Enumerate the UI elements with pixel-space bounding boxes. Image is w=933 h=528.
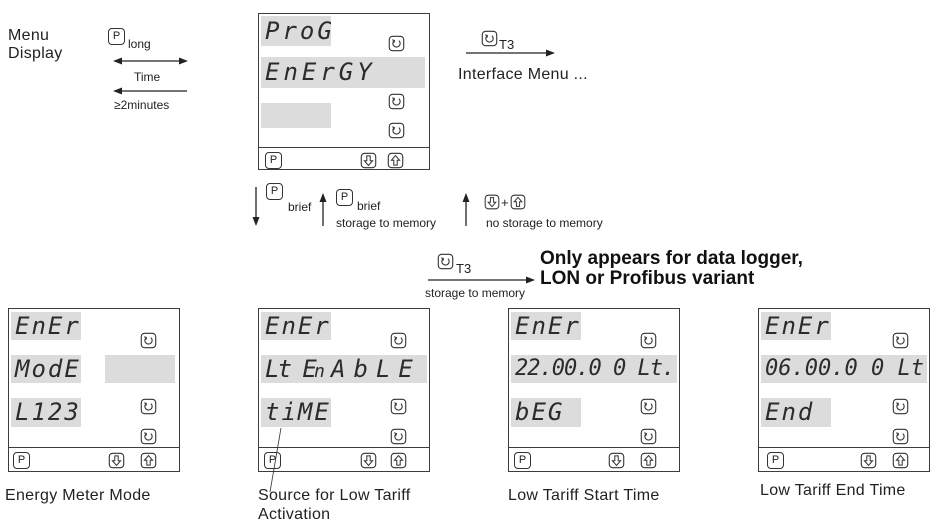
- energy-meter-mode-screen: EnEr ModE L123 P: [8, 308, 180, 472]
- scroll-key-icon: [640, 398, 657, 415]
- arrow-no-storage-up: [462, 193, 470, 226]
- key-row-divider: [9, 447, 179, 448]
- display-row-2-right: [105, 355, 175, 383]
- screen-caption: Energy Meter Mode: [5, 487, 151, 504]
- screen-caption: Source for Low Tariff: [258, 487, 411, 504]
- down-key-icon: [108, 452, 125, 469]
- display-row-2: 06.00.0 0 Lt: [761, 355, 927, 383]
- prog-screen: ProG EnErGY P: [258, 13, 430, 170]
- key-row-divider: [259, 447, 429, 448]
- interface-menu-label: Interface Menu ...: [458, 66, 588, 83]
- display-row-3: L123: [11, 398, 81, 427]
- scroll-key-icon: [390, 332, 407, 349]
- scroll-key-icon: [640, 428, 657, 445]
- down-key-icon: [608, 452, 625, 469]
- variant-note-line-1: Only appears for data logger,: [540, 248, 803, 269]
- scroll-key-icon: [140, 428, 157, 445]
- scroll-key-icon: [892, 332, 909, 349]
- down-key-icon: [360, 452, 377, 469]
- display-row-1: EnEr: [261, 312, 331, 340]
- display-row-2-c: AbLE: [331, 355, 421, 383]
- display-row-3: End: [761, 398, 831, 427]
- down-key-icon: [484, 194, 500, 210]
- long-press-label: long: [128, 37, 151, 51]
- arrow-timeout-back: [113, 87, 187, 95]
- display-row-1: EnEr: [511, 312, 581, 340]
- up-key-icon: [510, 194, 526, 210]
- arrow-p-brief-down: [252, 187, 260, 226]
- arrow-t3-storage: [428, 276, 535, 284]
- key-row-divider: [759, 447, 929, 448]
- p-key-icon: P: [265, 152, 282, 169]
- display-label: Display: [8, 45, 63, 62]
- p-key-icon: P: [767, 452, 784, 469]
- p-key-icon: P: [108, 28, 125, 45]
- p-key-icon: P: [336, 189, 353, 206]
- p-key-icon: P: [13, 452, 30, 469]
- t3-label: T3: [456, 261, 472, 276]
- scroll-key-icon: [481, 30, 498, 47]
- t3-label: T3: [499, 37, 515, 52]
- brief-press-label: brief: [288, 200, 312, 214]
- time-label: Time: [134, 70, 161, 84]
- p-key-icon: P: [264, 452, 281, 469]
- display-row-2: Lt E n AbLE: [261, 355, 427, 383]
- display-row-2-a: Lt E: [265, 355, 317, 383]
- display-row-1: ProG: [261, 16, 331, 46]
- scroll-key-icon: [892, 428, 909, 445]
- p-key-icon: P: [514, 452, 531, 469]
- plus-sign: +: [501, 195, 509, 210]
- timeout-label: ≥2minutes: [114, 98, 170, 112]
- storage-to-memory-label: storage to memory: [425, 286, 526, 300]
- low-tariff-source-screen: EnEr Lt E n AbLE tiME P: [258, 308, 430, 472]
- low-tariff-end-screen: EnEr 06.00.0 0 Lt End P: [758, 308, 930, 472]
- scroll-key-icon: [388, 122, 405, 139]
- up-key-icon: [140, 452, 157, 469]
- up-key-icon: [387, 152, 404, 169]
- display-row-3: bEG: [511, 398, 581, 427]
- screen-caption: Low Tariff End Time: [760, 482, 906, 499]
- p-key-icon: P: [266, 183, 283, 200]
- up-key-icon: [390, 452, 407, 469]
- scroll-key-icon: [140, 398, 157, 415]
- scroll-key-icon: [892, 398, 909, 415]
- arrow-menu-to-prog: [113, 57, 188, 65]
- low-tariff-start-screen: EnEr 22.00.0 0 Lt. bEG P: [508, 308, 680, 472]
- up-key-icon: [892, 452, 909, 469]
- storage-to-memory-label: storage to memory: [336, 216, 437, 230]
- display-row-1: EnEr: [11, 312, 81, 340]
- screen-caption-line-2: Activation: [258, 506, 331, 523]
- scroll-key-icon: [390, 398, 407, 415]
- no-storage-to-memory-label: no storage to memory: [486, 216, 603, 230]
- screen-caption: Low Tariff Start Time: [508, 487, 660, 504]
- scroll-key-icon: [640, 332, 657, 349]
- scroll-key-icon: [390, 428, 407, 445]
- display-row-2-left: ModE: [11, 355, 81, 383]
- scroll-key-icon: [388, 93, 405, 110]
- scroll-key-icon: [140, 332, 157, 349]
- menu-label: Menu: [8, 27, 50, 44]
- key-row-divider: [509, 447, 679, 448]
- down-key-icon: [360, 152, 377, 169]
- display-row-2: 22.00.0 0 Lt.: [511, 355, 677, 383]
- down-key-icon: [860, 452, 877, 469]
- display-row-3: [261, 103, 331, 128]
- variant-note-line-2: LON or Profibus variant: [540, 268, 755, 289]
- display-row-2-b: n: [314, 361, 327, 382]
- brief-press-label: brief: [357, 199, 381, 213]
- display-row-2: EnErGY: [261, 57, 425, 88]
- up-key-icon: [640, 452, 657, 469]
- display-row-1: EnEr: [761, 312, 831, 340]
- scroll-key-icon: [388, 35, 405, 52]
- scroll-key-icon: [437, 253, 454, 270]
- arrow-p-brief-up: [319, 193, 327, 226]
- display-row-3: tiME: [261, 398, 331, 427]
- key-row-divider: [259, 147, 429, 148]
